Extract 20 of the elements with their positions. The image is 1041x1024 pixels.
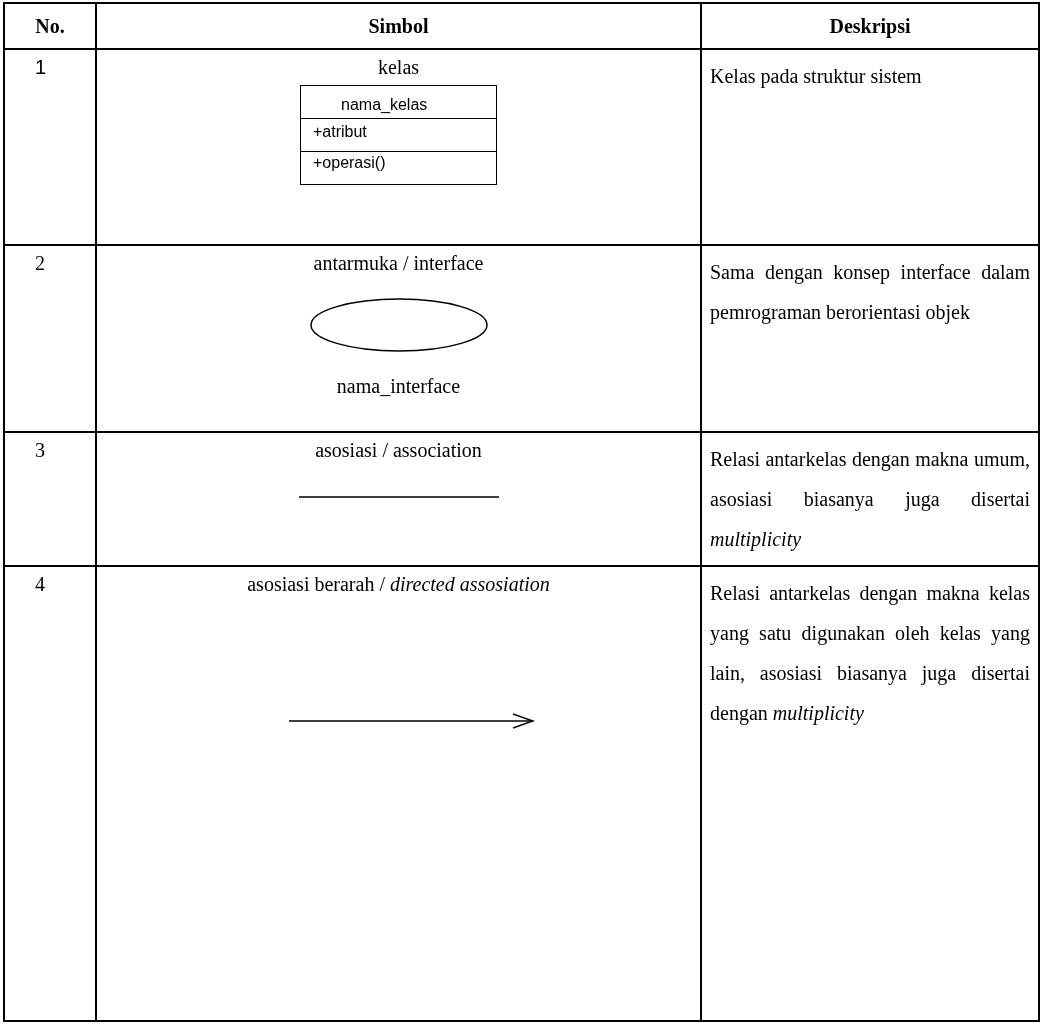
- symbol-name: asosiasi berarah / directed assosiation: [247, 573, 550, 596]
- class-box: [300, 85, 497, 185]
- description-text: Relasi antarkelas dengan makna kelas yang satu digunakan oleh kelas yang lain, asosiasi biasanya juga disertai dengan multiplicity: [710, 581, 1030, 727]
- number-column-header: No.: [35, 14, 65, 37]
- description-text: Sama dengan konsep interface dalam pemrograman berorientasi objek: [710, 260, 1030, 326]
- symbol-name: kelas: [377, 56, 420, 79]
- symbol-name: asosiasi / association: [315, 439, 482, 462]
- description-column-header: Deskripsi: [829, 14, 911, 37]
- description-text: Relasi antarkelas dengan makna umum, asosiasi biasanya juga disertai multiplicity: [710, 447, 1030, 553]
- symbol-name: antarmuka / interface: [313, 252, 484, 275]
- row-number: 1: [35, 56, 47, 78]
- row-number: 2: [35, 252, 45, 274]
- operation-text: +operasi(): [301, 151, 496, 184]
- interface-name: nama_interface: [335, 375, 462, 398]
- description-text: Kelas pada struktur sistem: [710, 64, 923, 90]
- row-number: 3: [35, 439, 45, 461]
- attribute-text: +atribut: [301, 118, 496, 151]
- row-number: 4: [35, 573, 45, 595]
- class-name: nama_kelas: [340, 95, 429, 115]
- symbol-column-header: Simbol: [368, 14, 429, 37]
